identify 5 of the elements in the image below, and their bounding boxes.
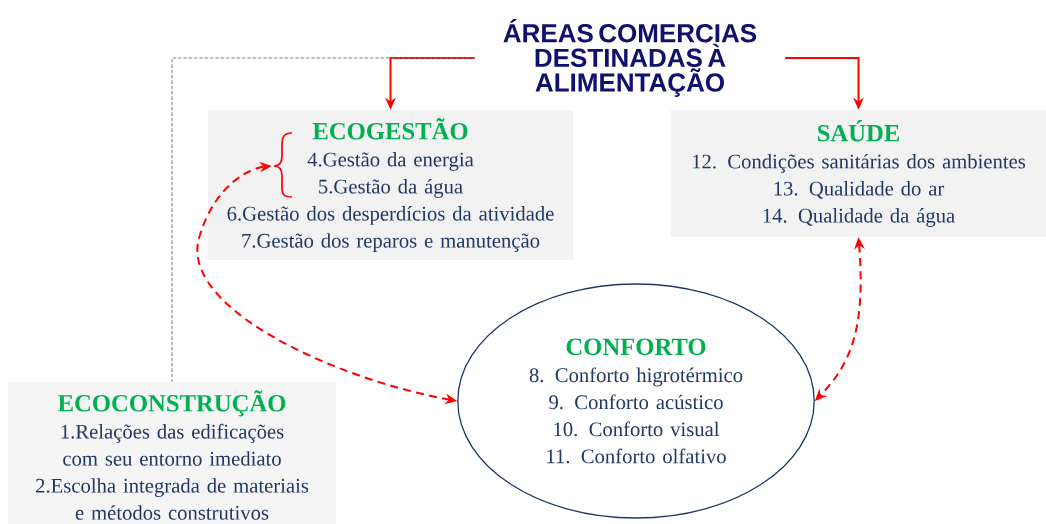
- category-box: ECOCONSTRUÇÃO 1.Relações das edificações com seu entorno imediato 2.Escolha integrada de materiais e métodos construtivos: [8, 382, 336, 524]
- category-box: SAÚDE 12. Condições sanitárias dos ambientes 13. Qualidade do ar 14. Qualidade da água: [671, 110, 1046, 237]
- connector-line: [171, 57, 476, 383]
- category-box: ECOGESTÃO 4.Gestão da energia 5.Gestão da água 6.Gestão dos desperdícios da atividade 7.Gestão dos reparos e manutenção: [208, 110, 574, 260]
- title-text: ÁREAS COMERCIAS DESTINADAS À ALIMENTAÇÃO: [503, 19, 757, 97]
